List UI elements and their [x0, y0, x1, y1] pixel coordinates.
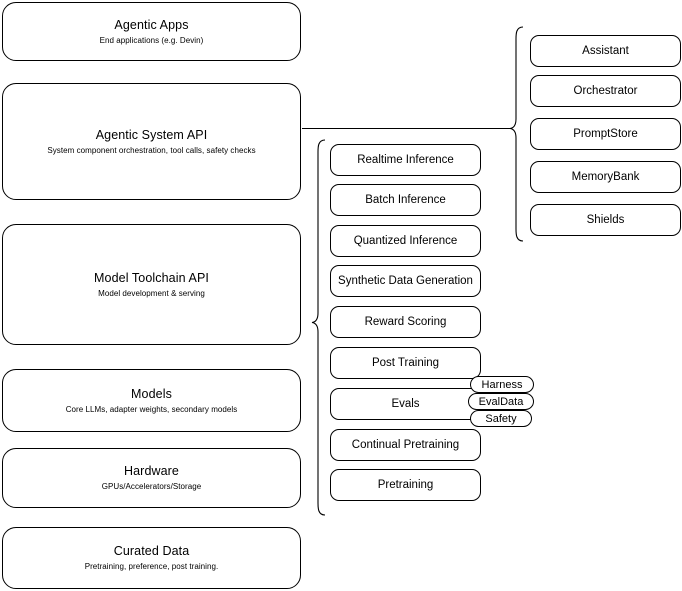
toolchain-item-post-training[interactable]: Post Training — [330, 347, 481, 379]
layer-title: Hardware — [124, 464, 179, 478]
layer-title: Model Toolchain API — [94, 270, 209, 285]
item-label: Shields — [586, 214, 625, 226]
toolchain-item-realtime-inference[interactable]: Realtime Inference — [330, 144, 481, 176]
layer-hardware[interactable]: Hardware GPUs/Accelerators/Storage — [2, 448, 301, 508]
eval-pill-safety[interactable]: Safety — [470, 410, 532, 427]
layer-subtitle: Core LLMs, adapter weights, secondary mo… — [65, 404, 238, 414]
layer-title: Agentic Apps — [114, 17, 189, 32]
item-label: Post Training — [371, 357, 440, 369]
layer-subtitle: End applications (e.g. Devin) — [99, 35, 204, 45]
item-label: Pretraining — [377, 479, 434, 491]
toolchain-item-quantized-inference[interactable]: Quantized Inference — [330, 225, 481, 257]
brace-system-components — [509, 26, 524, 242]
system-item-assistant[interactable]: Assistant — [530, 35, 681, 67]
toolchain-item-batch-inference[interactable]: Batch Inference — [330, 184, 481, 216]
system-item-shields[interactable]: Shields — [530, 204, 681, 236]
layer-title: Curated Data — [113, 544, 190, 558]
layer-title: Models — [131, 386, 172, 401]
toolchain-item-evals[interactable]: Evals — [330, 388, 481, 420]
system-item-promptstore[interactable]: PromptStore — [530, 118, 681, 150]
item-label: PromptStore — [573, 128, 638, 140]
system-item-orchestrator[interactable]: Orchestrator — [530, 75, 681, 107]
item-label: Orchestrator — [573, 85, 638, 97]
toolchain-item-reward-scoring[interactable]: Reward Scoring — [330, 306, 481, 338]
item-label: Synthetic Data Generation — [338, 275, 473, 287]
layer-model-toolchain-api[interactable]: Model Toolchain API Model development & … — [2, 224, 301, 345]
layer-agentic-apps[interactable]: Agentic Apps End applications (e.g. Devi… — [2, 2, 301, 61]
pill-label: Safety — [485, 412, 517, 425]
pill-label: Harness — [481, 378, 523, 391]
item-label: MemoryBank — [571, 171, 640, 183]
eval-pill-harness[interactable]: Harness — [470, 376, 534, 393]
item-label: Continual Pretraining — [351, 439, 460, 451]
item-label: Realtime Inference — [357, 154, 454, 166]
system-item-memorybank[interactable]: MemoryBank — [530, 161, 681, 193]
layer-models[interactable]: Models Core LLMs, adapter weights, secon… — [2, 369, 301, 432]
toolchain-item-continual-pretraining[interactable]: Continual Pretraining — [330, 429, 481, 461]
layer-subtitle: System component orchestration, tool cal… — [47, 145, 256, 155]
toolchain-item-pretraining[interactable]: Pretraining — [330, 469, 481, 501]
item-label: Batch Inference — [365, 194, 446, 206]
brace-toolchain-components — [311, 139, 326, 516]
layer-agentic-system-api[interactable]: Agentic System API System component orch… — [2, 83, 301, 200]
pill-label: EvalData — [478, 395, 524, 408]
layer-subtitle: GPUs/Accelerators/Storage — [101, 482, 202, 491]
item-label: Quantized Inference — [353, 235, 458, 247]
toolchain-item-synthetic-data-generation[interactable]: Synthetic Data Generation — [330, 265, 481, 297]
layer-subtitle: Model development & serving — [98, 288, 205, 298]
layer-subtitle: Pretraining, preference, post training. — [84, 562, 219, 571]
item-label: Evals — [391, 398, 420, 410]
layer-curated-data[interactable]: Curated Data Pretraining, preference, po… — [2, 527, 301, 589]
item-label: Assistant — [582, 45, 629, 57]
layer-title: Agentic System API — [95, 127, 208, 142]
item-label: Reward Scoring — [364, 316, 447, 328]
eval-pill-evaldata[interactable]: EvalData — [468, 393, 534, 410]
